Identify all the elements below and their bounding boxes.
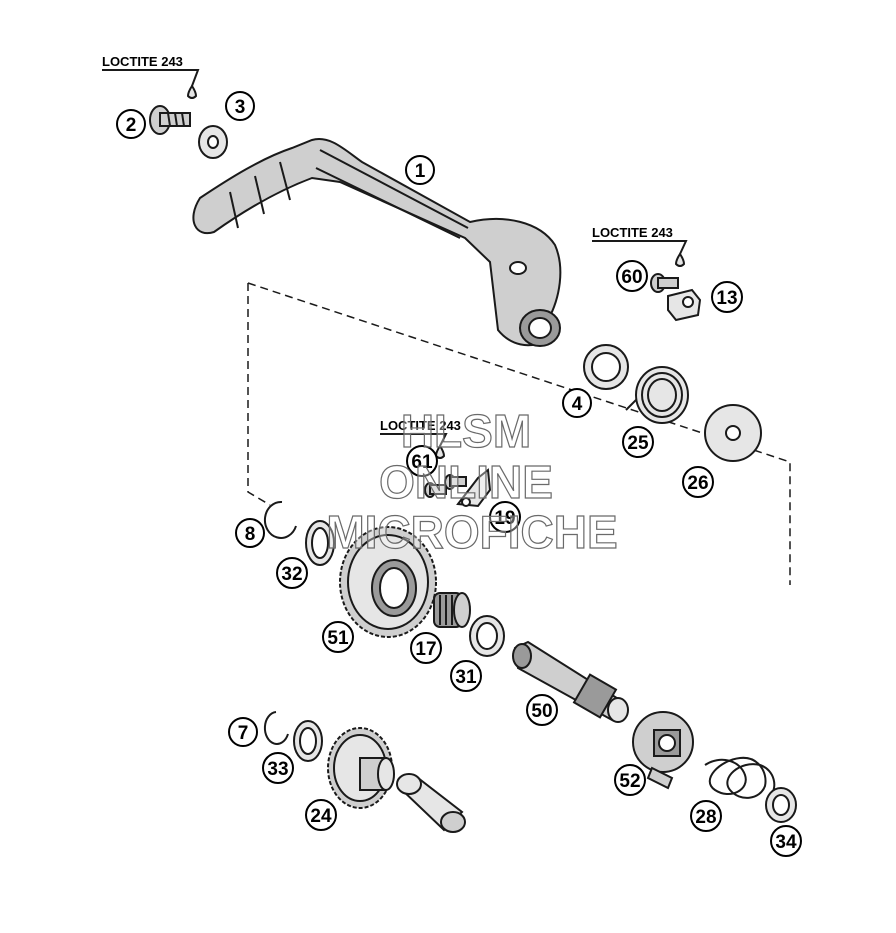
screws-61 <box>424 474 467 498</box>
callout-33: 33 <box>262 752 294 784</box>
callout-51: 51 <box>322 621 354 653</box>
callout-4: 4 <box>562 388 592 418</box>
callout-8: 8 <box>235 518 265 548</box>
spring-28 <box>704 756 776 799</box>
svg-text:24: 24 <box>310 806 332 827</box>
loctite-drop-icons <box>186 84 686 459</box>
callout-61: 61 <box>406 445 438 477</box>
svg-text:25: 25 <box>627 433 649 454</box>
shaft-50 <box>512 640 629 723</box>
pawl-19 <box>456 468 492 508</box>
kick-starter-lever <box>192 138 562 347</box>
svg-text:8: 8 <box>245 524 256 545</box>
svg-text:34: 34 <box>775 832 797 853</box>
loctite-label-right: LOCTITE 243 <box>592 225 673 240</box>
assembly-guide-lines <box>247 282 791 585</box>
bushing <box>396 773 466 833</box>
screw-2 <box>149 105 191 135</box>
svg-text:50: 50 <box>531 701 552 722</box>
washer-32 <box>305 520 335 566</box>
ratchet-52 <box>632 711 694 790</box>
loctite-leaders <box>102 69 688 447</box>
watermark-line-2: ONLINE <box>379 456 553 508</box>
callout-52: 52 <box>614 764 646 796</box>
washer-4 <box>583 344 629 390</box>
callout-2: 2 <box>116 109 146 139</box>
callout-25: 25 <box>622 426 654 458</box>
watermark-line-3: MICROFICHE <box>326 506 617 558</box>
screw-60 <box>650 273 679 293</box>
svg-text:2: 2 <box>126 115 137 136</box>
plate-26 <box>704 404 762 462</box>
bracket-13 <box>667 288 702 322</box>
svg-text:61: 61 <box>411 452 433 473</box>
loctite-label-center: LOCTITE 243 <box>380 418 461 433</box>
svg-text:51: 51 <box>327 628 349 649</box>
svg-text:13: 13 <box>716 288 737 309</box>
svg-text:31: 31 <box>455 667 477 688</box>
svg-text:52: 52 <box>619 771 640 792</box>
callout-26: 26 <box>682 466 714 498</box>
callout-24: 24 <box>305 799 337 831</box>
callout-32: 32 <box>276 557 308 589</box>
svg-text:32: 32 <box>281 564 302 585</box>
spring-25 <box>625 366 689 424</box>
svg-text:1: 1 <box>415 161 426 182</box>
callout-28: 28 <box>690 800 722 832</box>
washer-3 <box>198 125 228 159</box>
callout-17: 17 <box>410 632 442 664</box>
washer-31 <box>469 615 505 657</box>
circlip-7 <box>263 711 289 745</box>
gear-51 <box>339 526 437 638</box>
svg-text:26: 26 <box>687 473 708 494</box>
watermark: HLSM ONLINE MICROFICHE <box>326 404 619 558</box>
watermark-line-1: HLSM <box>401 405 531 457</box>
callout-1: 1 <box>405 155 435 185</box>
callout-13: 13 <box>711 281 743 313</box>
washer-33 <box>293 720 323 762</box>
callout-31: 31 <box>450 660 482 692</box>
circlip-8 <box>263 500 297 539</box>
washer-34 <box>765 787 797 823</box>
svg-text:3: 3 <box>235 97 246 118</box>
svg-text:4: 4 <box>572 394 583 415</box>
callout-34: 34 <box>770 825 802 857</box>
callout-50: 50 <box>526 694 558 726</box>
needle-bearing-17 <box>433 592 471 628</box>
svg-text:60: 60 <box>621 267 642 288</box>
svg-text:28: 28 <box>695 807 716 828</box>
svg-text:19: 19 <box>494 508 515 529</box>
svg-text:17: 17 <box>415 639 436 660</box>
callout-19: 19 <box>489 501 521 533</box>
callout-60: 60 <box>616 260 648 292</box>
callout-3: 3 <box>225 91 255 121</box>
loctite-label-top-left: LOCTITE 243 <box>102 54 183 69</box>
svg-text:33: 33 <box>267 759 288 780</box>
svg-text:7: 7 <box>238 723 249 744</box>
gear-24 <box>327 727 395 809</box>
callout-7: 7 <box>228 717 258 747</box>
